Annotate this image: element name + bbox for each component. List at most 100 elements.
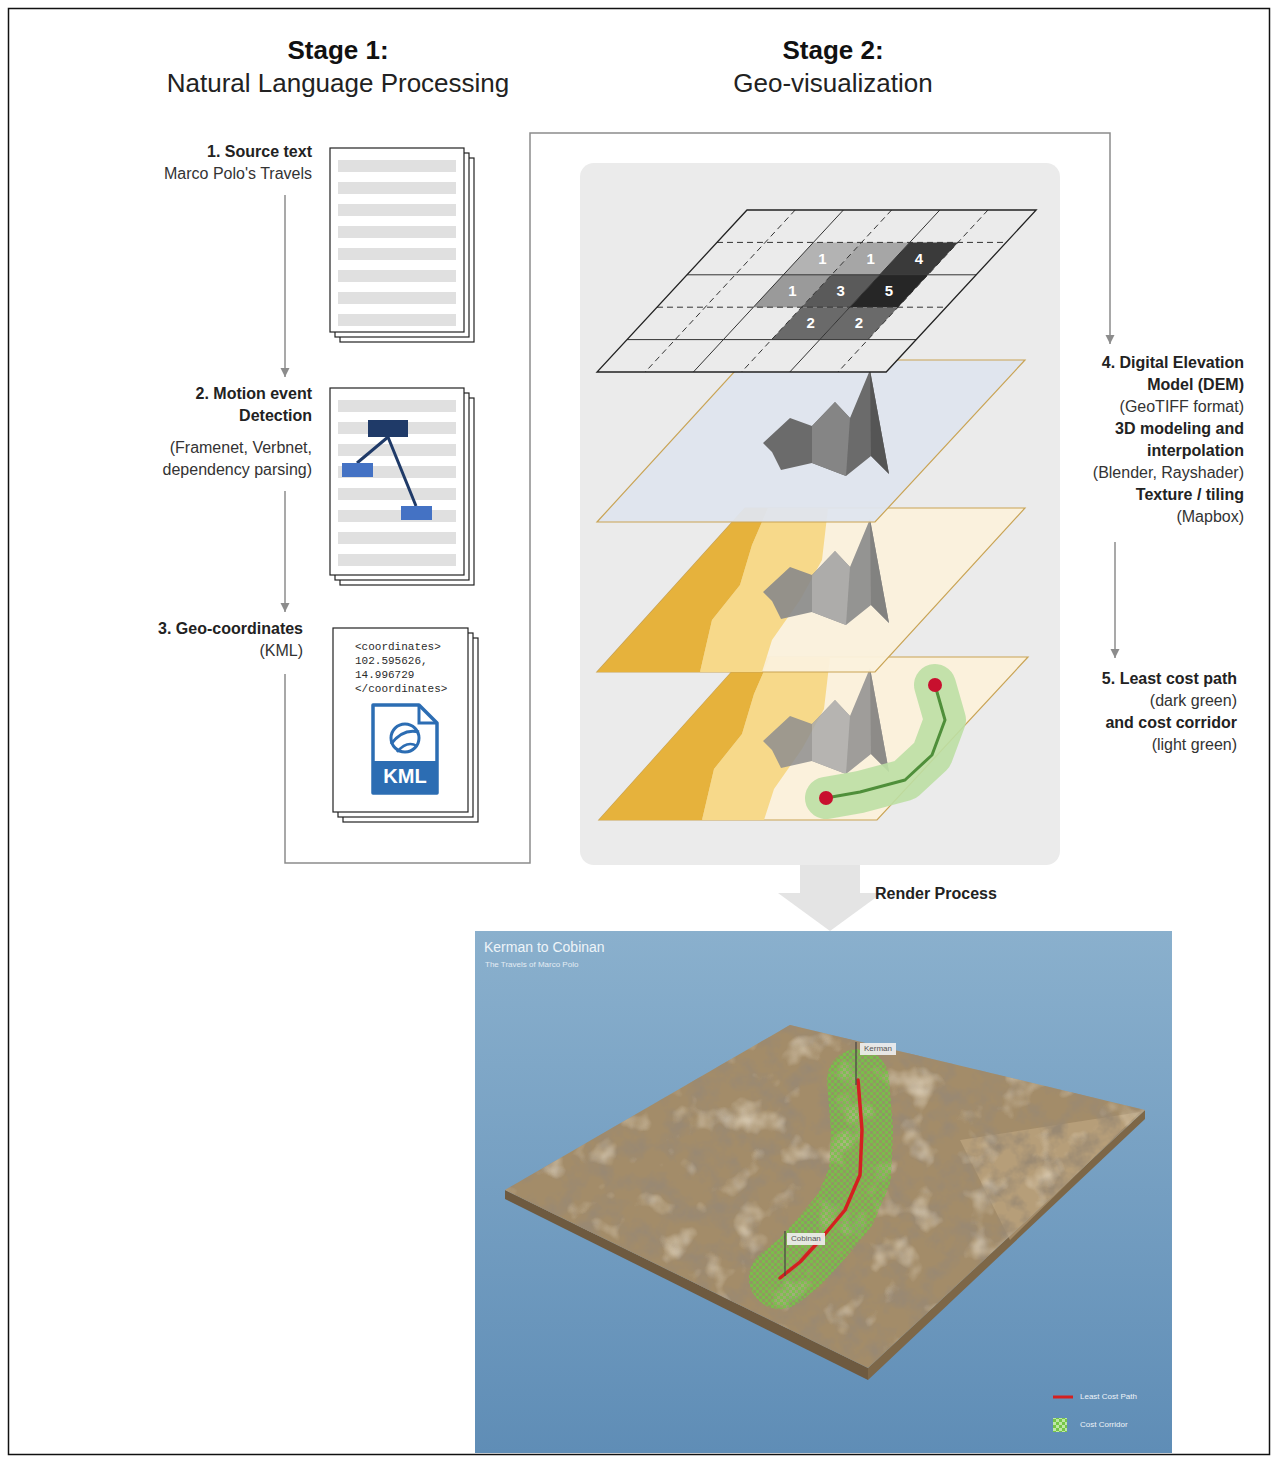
- illustration-polygon: [870, 519, 889, 623]
- illustration-rect: [368, 420, 408, 437]
- place-flag: Kerman: [860, 1043, 896, 1055]
- place-flag: Cobinan: [787, 1233, 825, 1245]
- illustration-line: [855, 1042, 856, 1085]
- illustration-rect: [338, 444, 456, 456]
- illustration-rect: [475, 931, 1172, 1453]
- illustration-path: [373, 705, 437, 793]
- stage-heading: Natural Language Processing: [108, 67, 568, 99]
- illustration-rect: [338, 510, 456, 522]
- cell-value: 1: [788, 282, 796, 300]
- illustration-rect: [333, 628, 468, 812]
- grid-line: [790, 210, 940, 372]
- connector-line: [285, 133, 1110, 863]
- node-heading: 1. Source text: [120, 141, 312, 163]
- grid-line: [627, 339, 916, 340]
- illustration-path: [391, 731, 419, 744]
- edge-label: Render Process: [875, 884, 997, 904]
- illustration-rect: [338, 204, 456, 216]
- illustration-rect: [401, 506, 432, 520]
- illustration-path: [780, 1080, 862, 1278]
- connector-line: [284, 491, 286, 612]
- illustration-path: [397, 744, 417, 752]
- step-label: 4. Digital Elevation Model (DEM)(GeoTIFF…: [1064, 352, 1244, 528]
- illustration-polygon: [763, 519, 889, 625]
- grid-cell: [820, 307, 898, 339]
- cell-value: 5: [885, 282, 893, 300]
- node-text: (Framenet, Verbnet, dependency parsing): [132, 437, 312, 481]
- node-text: (KML): [110, 640, 303, 662]
- stage-heading: Geo-visualization: [603, 67, 1063, 99]
- legend-text: Least Cost Path: [1080, 1391, 1137, 1402]
- step-label: 5. Least cost path(dark green)and cost c…: [1064, 668, 1237, 756]
- illustration-circle: [819, 791, 833, 805]
- render-arrow: [778, 865, 882, 931]
- illustration-polygon: [812, 700, 850, 774]
- grid-outline: [597, 210, 1036, 372]
- illustration-rect: [338, 488, 456, 500]
- node-heading: 3. Geo-coordinates: [110, 618, 303, 640]
- node-text: (GeoTIFF format): [1064, 396, 1244, 418]
- node-heading: 2. Motion event Detection: [132, 383, 312, 427]
- illustration-g: [763, 668, 889, 774]
- illustration-polygon: [812, 402, 850, 476]
- grid-line: [645, 210, 795, 372]
- illustration-rect: [338, 292, 456, 304]
- cell-value: 3: [837, 282, 845, 300]
- rendered-map-frame: Kerman to CobinanThe Travels of Marco Po…: [475, 931, 1172, 1453]
- step-label: 1. Source textMarco Polo's Travels: [120, 141, 312, 185]
- rendered-map: [475, 931, 1172, 1453]
- connector: [285, 133, 1115, 863]
- grid-line: [693, 210, 843, 372]
- illustration-rect: [338, 270, 456, 282]
- stage-heading: Stage 1:: [138, 34, 538, 66]
- node-text: <coordinates> 102.595626, 14.996729 </co…: [355, 640, 451, 696]
- legend-text: Cost Corridor: [1080, 1419, 1128, 1430]
- connector: [1111, 542, 1120, 658]
- node-text: Texture / tiling: [1064, 484, 1244, 506]
- node-heading: Cobinan: [791, 1234, 821, 1244]
- raster-grid: [597, 210, 1036, 372]
- illustration-rect: [338, 400, 456, 412]
- illustration-path: [780, 1080, 862, 1278]
- stage-heading: Stage 2:: [633, 34, 1033, 66]
- cell-value: 4: [915, 250, 923, 268]
- layer-two: [597, 360, 1025, 522]
- node-text: KML: [373, 764, 437, 788]
- illustration-polygon: [597, 508, 768, 672]
- illustration-rect: [338, 532, 456, 544]
- node-text: Marco Polo's Travels: [120, 163, 312, 185]
- step-label: 3. Geo-coordinates(KML)<coordinates> 102…: [110, 618, 303, 662]
- illustration-polygon: [870, 370, 889, 474]
- grid-cell: [880, 242, 958, 274]
- illustration-line: [784, 1231, 785, 1276]
- illustration-rect: [330, 148, 464, 332]
- node-text: (light green): [1064, 734, 1237, 756]
- illustration-line: [357, 437, 388, 463]
- layer-panel-ground: [580, 163, 1060, 865]
- illustration-rect: [475, 931, 1172, 1453]
- illustration-g: [763, 519, 889, 625]
- illustration-rect: [338, 554, 456, 566]
- illustration-polyline: [826, 685, 945, 798]
- grid-cell: [850, 275, 928, 307]
- grid-ground: [597, 210, 1036, 372]
- illustration-rect: [475, 931, 1172, 1453]
- illustration-rect: [338, 182, 456, 194]
- illustration-line: [388, 437, 416, 506]
- illustration-rect: [338, 248, 456, 260]
- document-stack-icon: [330, 148, 474, 342]
- cell-value: 1: [867, 250, 875, 268]
- cell-value: 2: [855, 314, 863, 332]
- step-label: 2. Motion event Detection (Framenet, Verb…: [132, 383, 312, 481]
- node-text: The Travels of Marco Polo: [485, 960, 578, 970]
- grid-line: [742, 210, 892, 372]
- node-heading: Kerman: [864, 1044, 892, 1054]
- illustration-rect: [1053, 1418, 1067, 1432]
- illustration-rect: [342, 463, 373, 477]
- illustration-rect: [338, 314, 456, 326]
- node-heading: Kerman to Cobinan: [484, 938, 605, 956]
- illustration-polygon: [812, 551, 850, 625]
- illustration-rect: [338, 226, 456, 238]
